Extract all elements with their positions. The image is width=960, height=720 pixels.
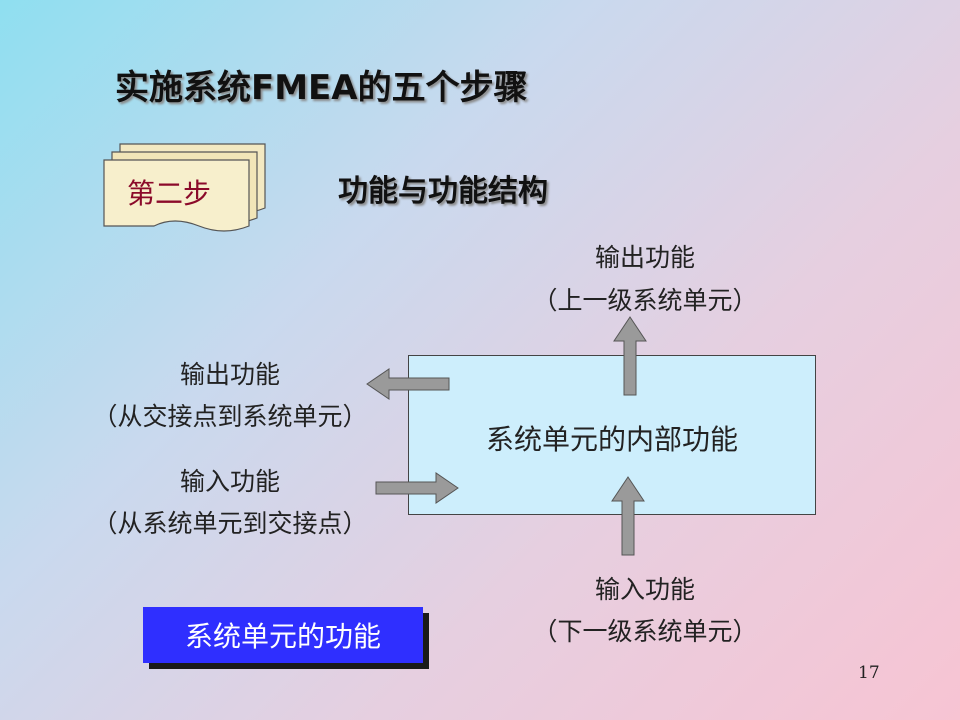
left-input-sublabel: （从系统单元到交接点） <box>92 509 368 538</box>
bottom-input-label: 输入功能 <box>594 575 695 604</box>
left-output-sublabel: （从交接点到系统单元） <box>92 402 368 431</box>
system-unit-function-button[interactable]: 系统单元的功能 <box>143 607 423 663</box>
system-unit-box <box>408 355 816 515</box>
step-scroll-icon <box>103 143 266 232</box>
top-output-label: 输出功能 <box>594 243 695 272</box>
bottom-input-sublabel: （下一级系统单元） <box>532 617 758 646</box>
left-output-label: 输出功能 <box>179 360 280 389</box>
left-input-label: 输入功能 <box>179 467 280 496</box>
page-number: 17 <box>858 663 880 683</box>
arrow-up-top-icon <box>613 316 647 396</box>
top-output-sublabel: （上一级系统单元） <box>532 286 758 315</box>
step-title: 功能与功能结构 <box>338 174 548 209</box>
arrow-up-bottom-icon <box>611 476 645 556</box>
arrow-left-icon <box>366 368 450 400</box>
arrow-right-icon <box>375 472 459 504</box>
slide-title: 实施系统FMEA的五个步骤 <box>115 68 528 108</box>
step-label: 第二步 <box>127 177 212 210</box>
system-unit-label: 系统单元的内部功能 <box>485 423 738 456</box>
